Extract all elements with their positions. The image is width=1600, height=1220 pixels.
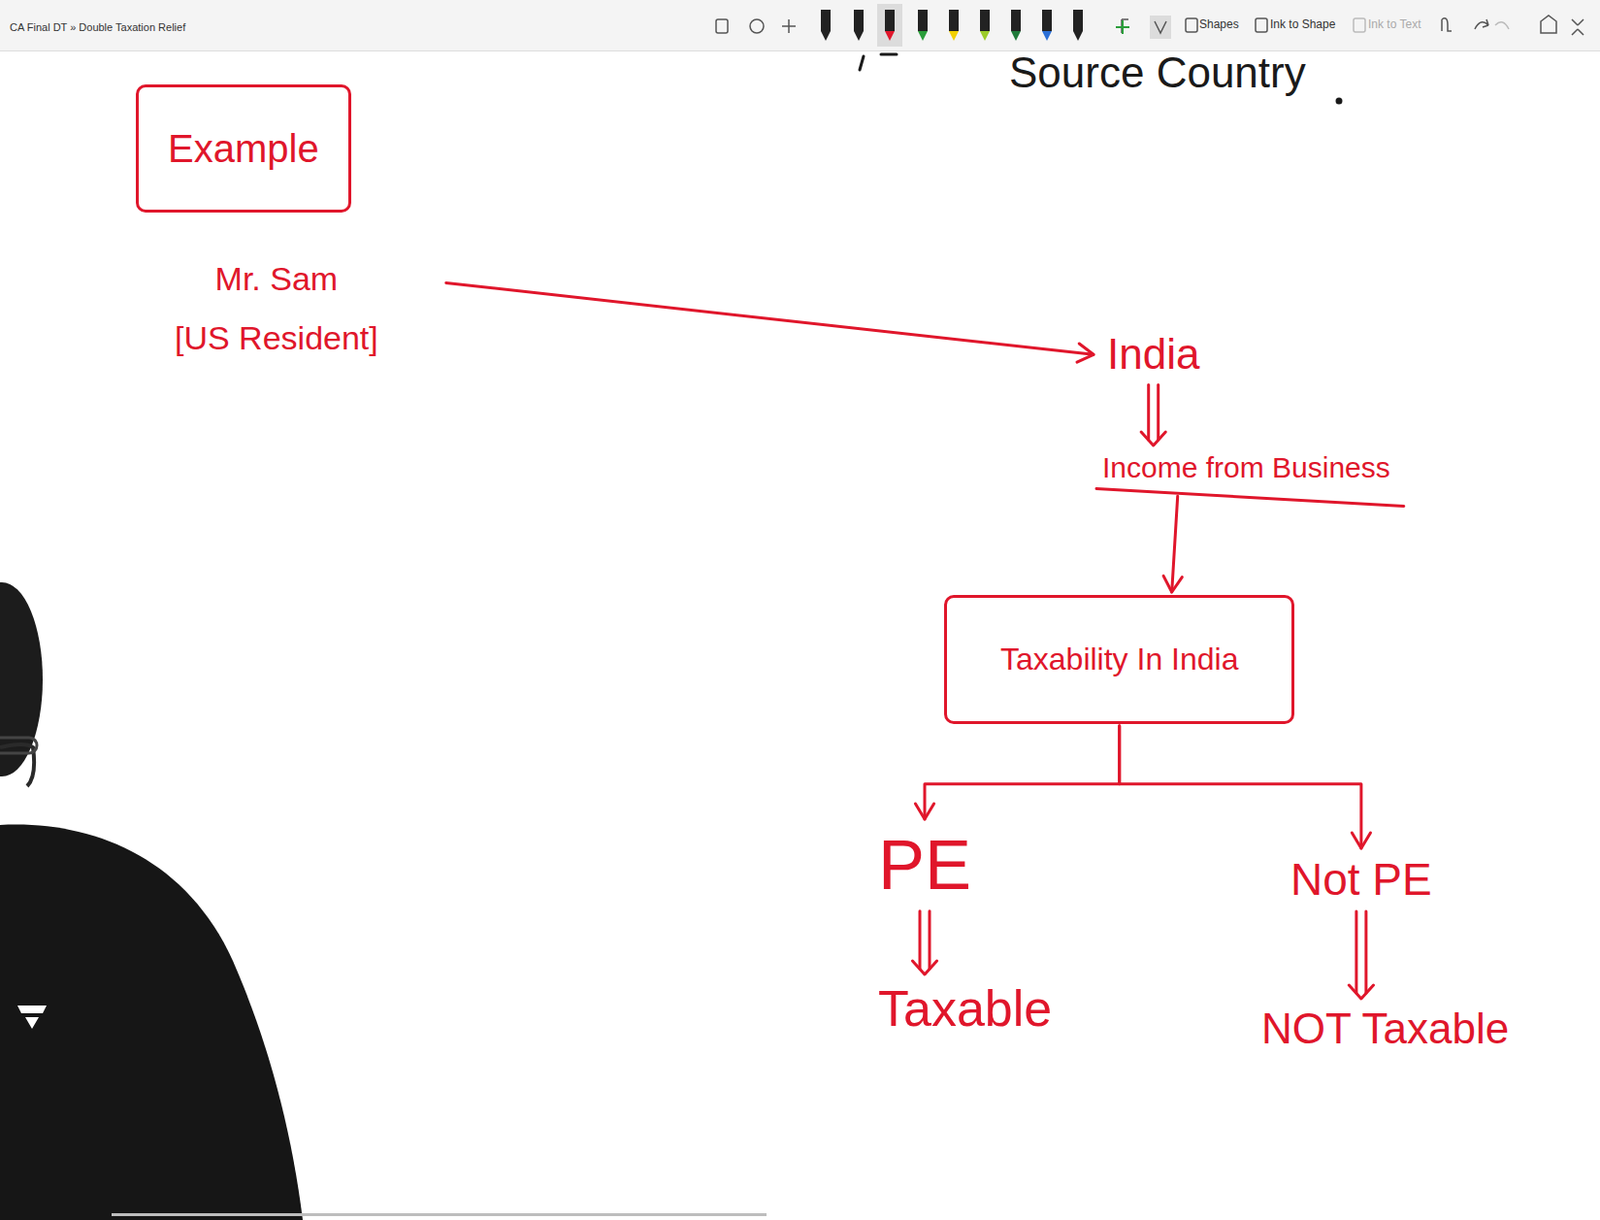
connector-line: [1172, 495, 1178, 592]
scrollbar: [111, 1212, 767, 1216]
outcome-label: NOT Taxable: [1261, 1004, 1509, 1054]
underline: [1096, 489, 1405, 507]
connector-line: [918, 911, 922, 969]
arrow-head: [1141, 431, 1166, 446]
connector-line: [1354, 911, 1358, 993]
arrow-head: [914, 803, 934, 819]
branch-label: Not PE: [1290, 853, 1433, 906]
country-label: India: [1107, 329, 1200, 380]
node-text: Mr. Sam: [174, 260, 379, 298]
connector: [914, 725, 1119, 819]
process-box: Taxability In India: [944, 594, 1295, 724]
presenter: [0, 582, 303, 1220]
connector-line: [1364, 911, 1368, 993]
node-text: Taxable: [878, 979, 1052, 1039]
connector: [912, 911, 937, 975]
toolbar-icons: [716, 3, 1584, 47]
node-text: Income from Business: [1102, 451, 1391, 486]
heading-note: Source Country: [1009, 48, 1307, 98]
connector: [1141, 385, 1166, 446]
node-text: [US Resident]: [174, 319, 379, 358]
connector-line: [924, 725, 1120, 819]
arrow-head: [1348, 984, 1373, 999]
connector-line: [1146, 385, 1150, 440]
node-text: India: [1107, 329, 1200, 380]
toolbar-button: Ink to Text: [1368, 18, 1421, 33]
branch-label: PE: [878, 824, 972, 906]
arrow-head: [1077, 343, 1094, 362]
connector-line: [928, 911, 932, 969]
income-label: Income from Business: [1102, 451, 1391, 486]
connector-line: [1156, 385, 1160, 440]
pen-icons: [820, 9, 1130, 41]
toolbar-button: Ink to Shape: [1270, 18, 1336, 33]
connector-line: [1119, 725, 1362, 849]
toolbar: [0, 0, 1600, 52]
connector: [446, 283, 1094, 363]
toolbar-button: Shapes: [1199, 18, 1240, 33]
arrow-head: [912, 960, 937, 975]
document-title: CA Final DT » Double Taxation Relief: [9, 21, 186, 34]
node-text: Example: [167, 126, 320, 171]
arrow-head: [1163, 575, 1182, 592]
node-text: NOT Taxable: [1261, 1004, 1509, 1054]
connector: [1348, 911, 1373, 999]
arrow-head: [1351, 832, 1371, 849]
connector-line: [446, 283, 1094, 356]
node-text: PE: [878, 824, 972, 906]
node-text: Taxability In India: [1000, 641, 1239, 678]
connector: [1163, 495, 1182, 592]
connector: [1119, 725, 1372, 849]
outcome-label: Taxable: [878, 979, 1052, 1039]
node-text: Not PE: [1290, 853, 1433, 906]
person-label: Mr. Sam [US Resident]: [174, 260, 379, 358]
example-box: Example: [135, 84, 352, 213]
